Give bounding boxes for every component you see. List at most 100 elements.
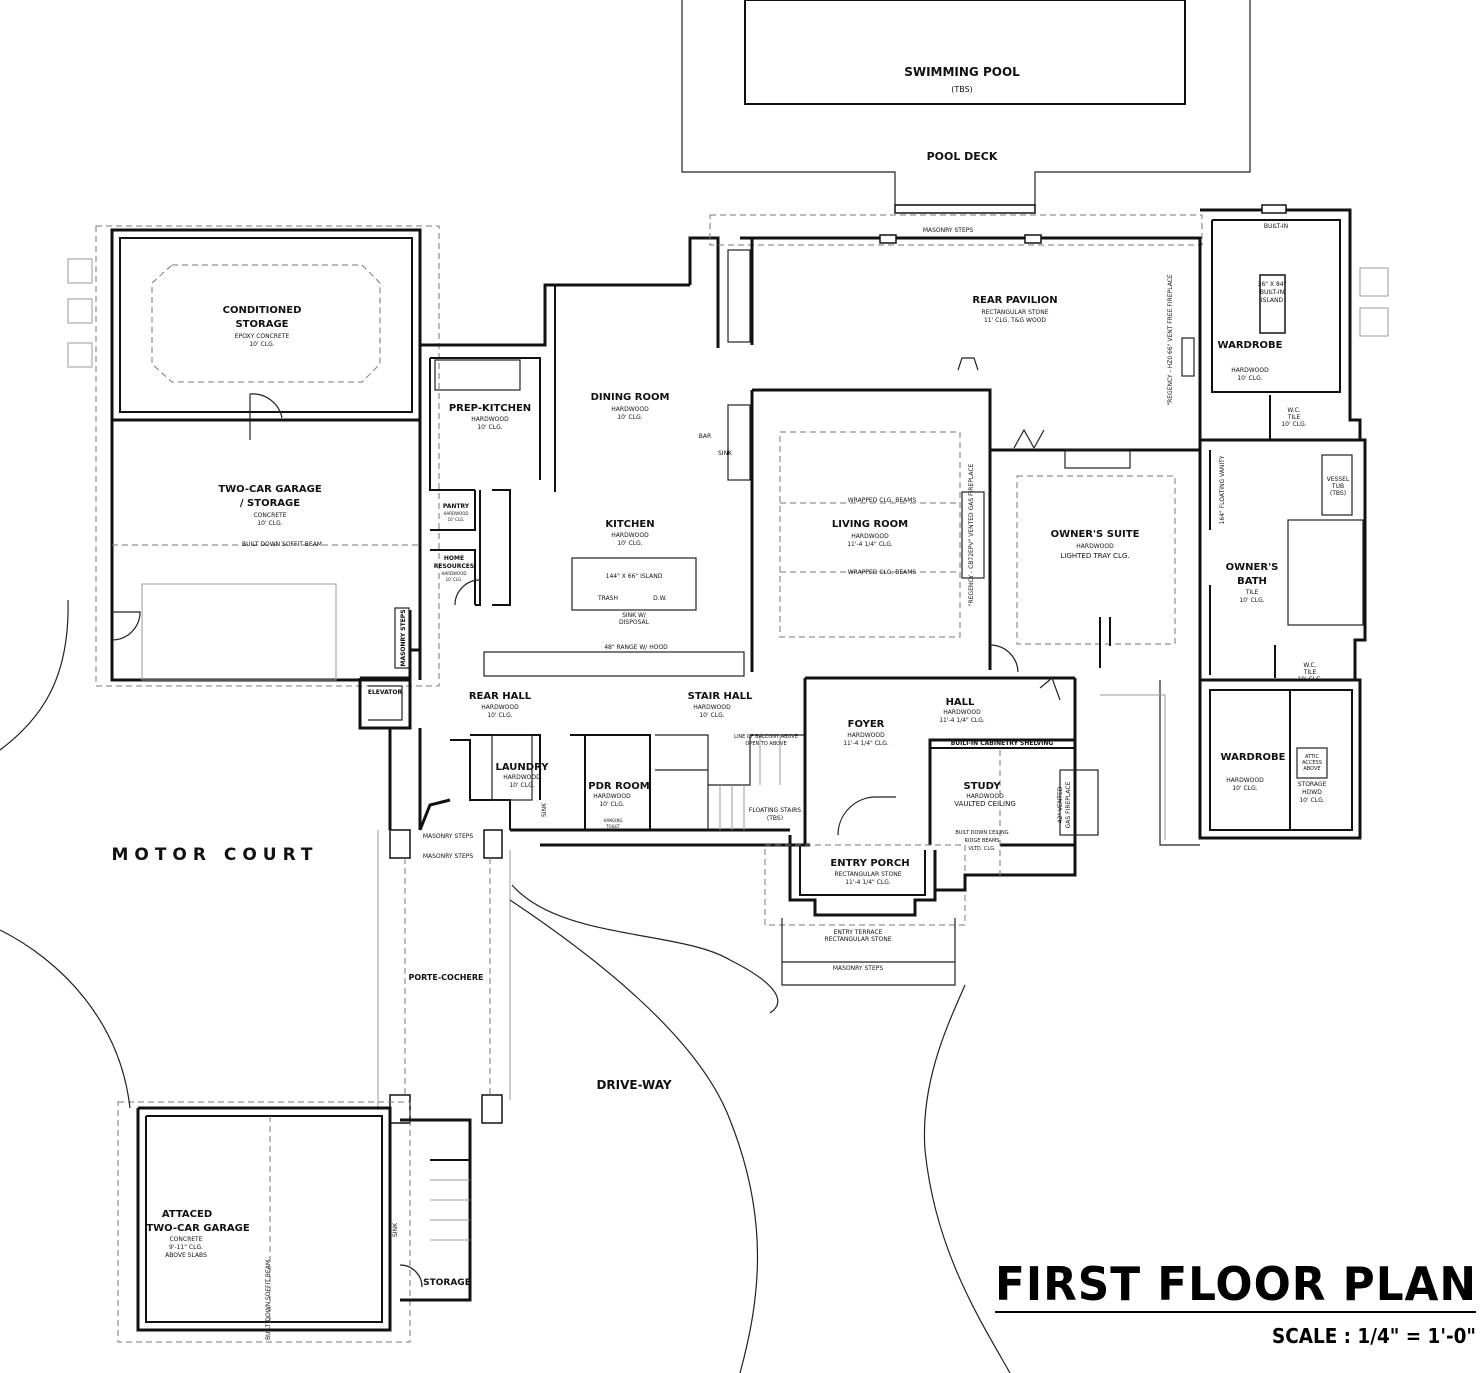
rear-pavilion-label: REAR PAVILION	[972, 295, 1057, 306]
dw-label: D.W.	[653, 595, 667, 602]
pdr-room-label: PDR ROOM	[588, 781, 650, 792]
driveway-label: DRIVE-WAY	[596, 1078, 671, 1092]
prep-kitchen-label: PREP-KITCHEN	[449, 403, 531, 414]
wardrobe-lower-finish: HARDWOOD	[1226, 777, 1264, 784]
wardrobe-lower-ceiling: 10' CLG.	[1232, 785, 1257, 792]
pantry-finish: HARDWOOD	[444, 511, 469, 516]
kitchen-label: KITCHEN	[605, 519, 654, 530]
home-resources-label2: RESOURCES	[434, 563, 474, 570]
owners-bath-label: OWNER'S	[1226, 562, 1279, 573]
kitchen-area: PREP-KITCHEN HARDWOOD 10' CLG. DINING RO…	[429, 249, 751, 677]
owners-bath-ceiling: 10' CLG.	[1239, 597, 1264, 604]
stair-hall-label: STAIR HALL	[688, 691, 753, 702]
kitchen-ceiling: 10' CLG.	[617, 540, 642, 547]
conditioned-storage-label2: STORAGE	[235, 319, 288, 330]
conditioned-storage-finish: EPOXY CONCRETE	[235, 333, 290, 340]
rear-hall-label: REAR HALL	[469, 691, 532, 702]
wardrobe-upper-ceiling: 10' CLG.	[1237, 375, 1262, 382]
storage-hdwd-ceiling: 10' CLG.	[1299, 797, 1324, 804]
study-fireplace2: GAS FIREPLACE	[1065, 781, 1072, 828]
entry-terrace-finish: RECTANGULAR STONE	[824, 936, 891, 943]
hall-finish: HARDWOOD	[943, 709, 981, 716]
pool-deck-label: POOL DECK	[927, 150, 998, 163]
attached-garage-label2: TWO-CAR GARAGE	[146, 1223, 250, 1234]
study-note-3: VLTD. CLG.	[968, 846, 996, 852]
laundry-ceiling: 10' CLG.	[509, 782, 534, 789]
hall-ceiling: 11'-4 1/4" CLG.	[939, 717, 985, 724]
masonry-steps-upper-label: MASONRY STEPS	[423, 833, 474, 840]
plan-title: FIRST FLOOR PLAN	[995, 1257, 1477, 1311]
porte-cochere-garage: MASONRY STEPS MASONRY STEPS PORTE-COCHER…	[117, 829, 511, 1343]
rear-pavilion-finish: RECTANGULAR STONE	[981, 309, 1048, 316]
dining-label: DINING ROOM	[591, 392, 670, 403]
owners-suite-ceiling: LIGHTED TRAY CLG.	[1060, 552, 1129, 560]
attached-garage-beam: BUILT DOWN SOFFIT BEAM	[265, 1260, 272, 1340]
dining-finish: HARDWOOD	[611, 406, 649, 413]
rear-hall-finish: HARDWOOD	[481, 704, 519, 711]
disposal-label: DISPOSAL	[619, 619, 650, 626]
study-note-1: BUILT DOWN CEILING	[955, 830, 1008, 836]
wardrobe-island-size: 36" X 84"	[1258, 281, 1287, 288]
wc-lower-label: W.C.	[1303, 662, 1316, 669]
living-beams-upper: WRAPPED CLG. BEAMS	[848, 497, 917, 504]
wardrobe-lower-label: WARDROBE	[1221, 752, 1286, 763]
elevator-label: ELEVATOR	[368, 689, 403, 696]
study-fireplace: 42" VENTED	[1057, 786, 1064, 823]
attached-garage-finish: CONCRETE	[169, 1236, 202, 1243]
tub-label: VESSEL	[1327, 476, 1350, 483]
living-ceiling: 11'-4 1/4" CLG.	[847, 541, 893, 548]
garage-beam-note: BUILT DOWN SOFFIT BEAM	[242, 541, 322, 548]
attached-garage-ceiling: 9'-11" CLG.	[169, 1244, 203, 1251]
living-fireplace: "REGENCY - CB72EPV" VENTED GAS FIREPLACE	[968, 463, 975, 606]
dining-ceiling: 10' CLG.	[617, 414, 642, 421]
pavilion-living-suite: REAR PAVILION RECTANGULAR STONE 11' CLG.…	[779, 274, 1195, 673]
kitchen-sink-label: SINK W/	[622, 612, 647, 619]
wardrobe-upper-finish: HARDWOOD	[1231, 367, 1269, 374]
pantry-label: PANTRY	[443, 503, 470, 510]
wc-lower-ceiling: 10' CLG.	[1297, 676, 1322, 683]
trash-label: TRASH	[597, 595, 618, 602]
owners-bath-area: BUILT-IN 36" X 84" BUILT-IN ISLAND WARDR…	[1218, 223, 1350, 804]
living-label: LIVING ROOM	[832, 519, 908, 530]
floating-stairs-note: (TBS)	[767, 815, 783, 822]
owners-suite-finish: HARDWOOD	[1076, 543, 1114, 550]
garage-storage-ceiling: 10' CLG.	[257, 520, 282, 527]
attic-label3: ABOVE	[1303, 766, 1320, 772]
pool-area: SWIMMING POOL (TBS) POOL DECK MASONRY ST…	[681, 0, 1251, 234]
wc-upper-ceiling: 10' CLG.	[1281, 421, 1306, 428]
bar-label: BAR	[699, 433, 711, 440]
garage-storage-finish: CONCRETE	[253, 512, 286, 519]
front-rooms: MASONRY STEPS ELEVATOR REAR HALL HARDWOO…	[358, 607, 1099, 986]
conditioned-storage-label: CONDITIONED	[223, 305, 302, 316]
tub-label2: TUB	[1331, 483, 1344, 490]
storage-small-label: STORAGE	[423, 1278, 471, 1288]
hall-label: HALL	[946, 697, 975, 708]
rear-pavilion-fireplace: "REGENCY - HZ0 66" VENT FREE FIREPLACE	[1167, 274, 1174, 406]
pool-note: (TBS)	[951, 85, 973, 94]
masonry-steps-lower-label: MASONRY STEPS	[423, 853, 474, 860]
foyer-finish: HARDWOOD	[847, 732, 885, 739]
wc-upper-label: W.C.	[1287, 407, 1300, 414]
entry-porch-label: ENTRY PORCH	[830, 858, 909, 869]
attic-label2: ACCESS	[1302, 760, 1322, 766]
balcony-label: LINE OF BALCONY ABOVE	[734, 734, 798, 740]
study-finish: HARDWOOD	[966, 793, 1004, 800]
attached-garage-note: ABOVE SLABS	[165, 1252, 207, 1259]
pool-label: SWIMMING POOL	[904, 65, 1020, 79]
rear-hall-ceiling: 10' CLG.	[487, 712, 512, 719]
owners-suite-label: OWNER'S SUITE	[1051, 529, 1140, 540]
laundry-label: LAUNDRY	[496, 762, 550, 773]
home-resources-label: HOME	[444, 555, 464, 562]
title-block: FIRST FLOOR PLAN SCALE : 1/4" = 1'-0"	[995, 1257, 1477, 1348]
motor-court-label: MOTOR COURT	[111, 845, 318, 865]
site-curves: MOTOR COURT DRIVE-WAY	[0, 599, 1011, 1373]
cabinetry-label: BUILT-IN CABINETRY SHELVING	[951, 740, 1054, 747]
builtin-label: BUILT-IN	[1264, 223, 1288, 230]
masonry-steps-side-label: MASONRY STEPS	[400, 609, 407, 666]
study-note-2: RIDGE BEAMS	[965, 838, 1000, 844]
vanity-label: 164" FLOATING VANITY	[1219, 455, 1226, 524]
bar-sink-label: SINK	[718, 450, 733, 457]
foyer-ceiling: 11'-4 1/4" CLG.	[843, 740, 889, 747]
pdr-room-finish: HARDWOOD	[593, 793, 631, 800]
garage-storage-label: TWO-CAR GARAGE	[218, 484, 322, 495]
